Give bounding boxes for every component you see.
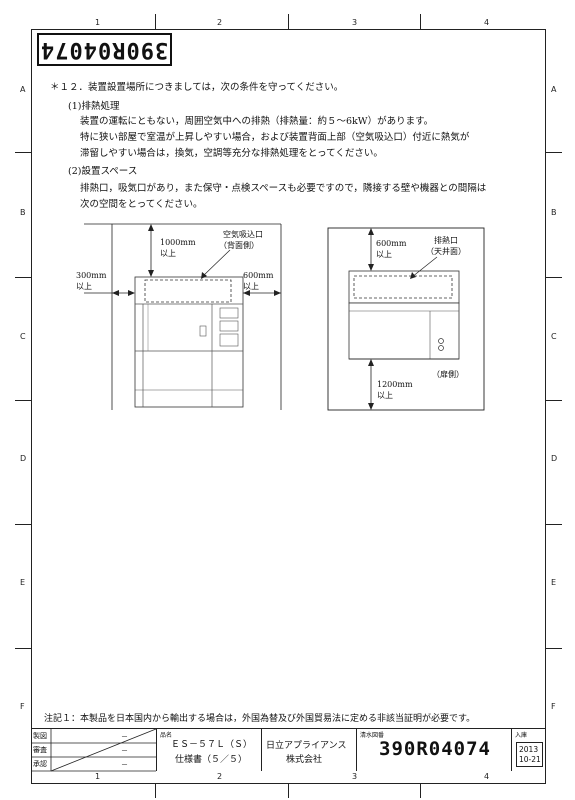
subsection-2-line-1: 排熱口，吸気口があり，また保守・点検スペースも必要ですので，隣接する壁や機器との… [80,183,487,194]
date-cell: 入庫 2013 10-21 [511,729,546,771]
grid-tick [546,152,562,153]
grid-tick [15,400,31,401]
grid-tick [155,784,156,798]
left-top-dim-sub: 以上 [160,249,176,258]
intake-sub-label: （背面側） [219,241,259,250]
grid-tick [420,784,421,798]
export-note: 注記１：本製品を日本国内から輸出する場合は，外国為替及び外国貿易法に定める非該当… [44,714,476,724]
date-caption: 入庫 [515,732,528,739]
product-cell: 品名 ＥＳ－５７Ｌ（Ｓ） 仕様書（５／５） [156,729,261,771]
right-bottom-dim-label: 1200mm [377,380,413,389]
dash-2: － [121,747,128,755]
subsection-1-line-3: 滞留しやすい場合は，換気，空調等充分な排熱処理をとってください。 [80,148,383,159]
grid-col-4-bottom: 4 [484,772,490,781]
grid-col-3-top: 3 [352,18,358,27]
exhaust-label: 排熱口 [434,236,458,245]
subsection-1-title: (1)排熱処理 [68,101,120,112]
right-bottom-dim-sub: 以上 [377,391,393,400]
doc-number: 390R04074 [379,738,491,760]
title-block: 製図 審査 承認 － － － 品名 ＥＳ－５７Ｌ（Ｓ） 仕様書（５／５） 日立ア… [31,728,546,785]
grid-row-e-right: E [551,578,557,587]
grid-tick [15,648,31,649]
grid-row-c-right: C [551,332,557,341]
dash-1: － [121,733,128,741]
grid-row-e-left: E [20,578,26,587]
reviewed-label: 審査 [33,746,47,754]
subsection-2-title: (2)設置スペース [68,166,138,177]
grid-col-4-top: 4 [484,18,490,27]
grid-row-d-right: D [551,454,558,463]
grid-row-a-right: A [551,85,557,94]
grid-tick [288,784,289,798]
grid-col-2-bottom: 2 [217,772,223,781]
grid-row-b-left: B [20,208,26,217]
company-name-line-2: 株式会社 [286,755,323,765]
grid-row-f-left: F [20,702,25,711]
title-block-lines [31,729,157,772]
doc-number-cell: 清水図番 390R04074 [356,729,511,771]
grid-tick [155,14,156,29]
grid-tick [546,277,562,278]
doc-number-caption: 清水図番 [360,732,385,739]
intake-label: 空気吸込口 [223,230,263,239]
exhaust-sub-label: （天井面） [426,247,466,256]
door-side-label: （扉側） [432,370,464,379]
grid-tick [546,524,562,525]
right-top-dim-sub: 以上 [376,250,392,259]
subsection-1-line-1: 装置の運転にともない，周囲空気中への排熱（排熱量：約５〜6kW）があります。 [80,116,434,127]
grid-row-f-right: F [551,702,556,711]
company-name-line-1: 日立アプライアンス [266,741,347,751]
dash-3: － [121,761,128,769]
grid-tick [546,648,562,649]
drawing-frame [31,29,546,784]
left-side-dim-label: 300mm [76,271,107,280]
grid-tick [288,14,289,29]
grid-col-2-top: 2 [217,18,223,27]
company-cell: 日立アプライアンス 株式会社 [261,729,356,771]
drafted-label: 製図 [33,732,47,740]
subsection-1-line-2: 特に狭い部屋で室温が上昇しやすい場合，および装置背面上部（空気吸込口）付近に熱気… [80,132,470,143]
grid-col-1-bottom: 1 [95,772,101,781]
grid-tick [15,524,31,525]
grid-tick [420,14,421,29]
date-month-day: 10-21 [519,755,541,764]
section-heading: ＊１２．装置設置場所につきましては，次の条件を守ってください。 [50,82,344,93]
grid-tick [15,277,31,278]
date-year: 2013 [519,745,539,754]
grid-row-c-left: C [20,332,26,341]
subsection-2-line-2: 次の空間をとってください。 [80,199,203,210]
document-title: 仕様書（５／５） [175,755,248,765]
grid-tick [15,152,31,153]
date-box: 2013 10-21 [516,742,543,767]
left-side-dim-sub: 以上 [76,282,92,291]
product-name: ＥＳ－５７Ｌ（Ｓ） [171,740,253,750]
approved-label: 承認 [33,760,47,768]
right-side-dim-label: 600mm [243,271,274,280]
right-top-dim-label: 600mm [376,239,407,248]
grid-tick [546,400,562,401]
grid-row-a-left: A [20,85,26,94]
grid-row-b-right: B [551,208,557,217]
document-number-stamp: 390R04074 [37,33,172,66]
grid-col-1-top: 1 [95,18,101,27]
right-side-dim-sub: 以上 [243,282,259,291]
grid-col-3-bottom: 3 [352,772,358,781]
grid-row-d-left: D [20,454,27,463]
name-caption: 品名 [160,732,173,739]
left-top-dim-label: 1000mm [160,238,196,247]
